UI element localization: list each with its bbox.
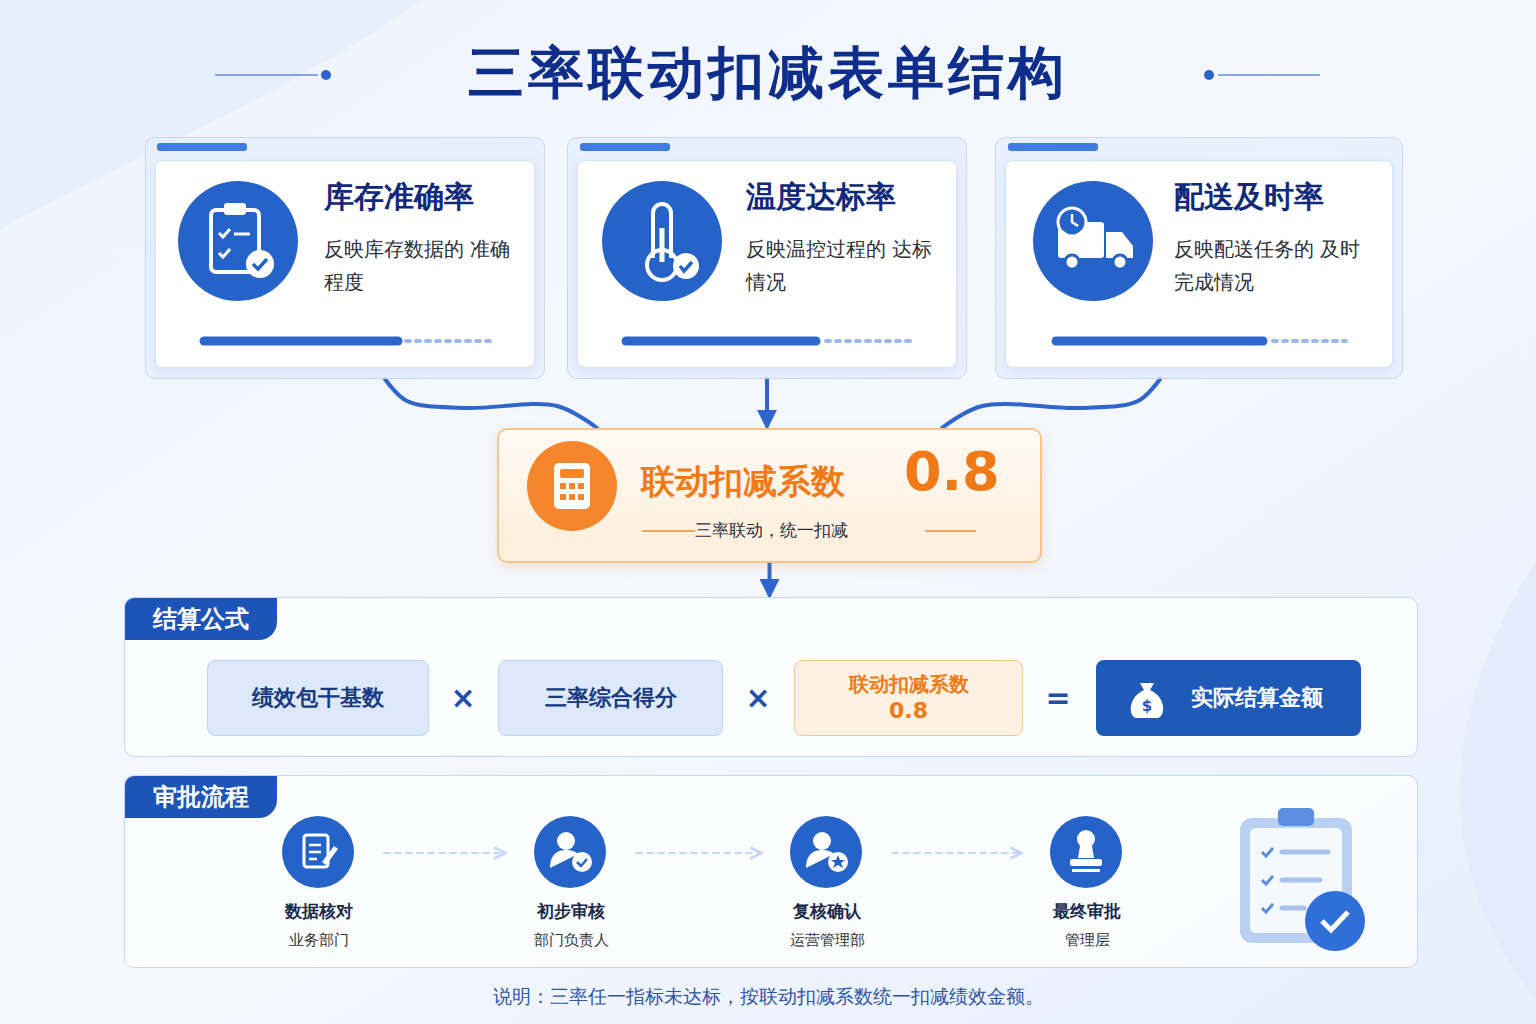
approval-step: 最终审批管理层 (1022, 813, 1152, 956)
node-heading: 初步审核 (506, 901, 636, 922)
result-box: 实际结算金额 (1096, 660, 1361, 736)
node-heading: 温度达标率 (746, 178, 896, 216)
node-heading: 配送及时率 (1174, 178, 1324, 216)
title: 三率联动扣减表单结构 (0, 36, 1536, 112)
truck-icon (1033, 181, 1153, 301)
step-icons (282, 816, 1122, 888)
node-heading: 三率综合得分 (545, 684, 677, 712)
node-text: 部门负责人 (506, 931, 636, 950)
coefficient-box: 联动扣减系数 0.8 三率联动，统一扣减 (497, 428, 1042, 563)
node-text: 管理层 (1022, 931, 1152, 950)
connector (765, 379, 769, 426)
caption: 说明：三率任一指标未达标，按联动扣减系数统一扣减绩效金额。 (0, 984, 1536, 1010)
node-heading: 绩效包干基数 (252, 684, 384, 712)
formula-panel: 结算公式绩效包干基数 三率综合得分 联动扣减系数0.8 实际结算金额 (124, 597, 1418, 757)
connector (385, 379, 597, 428)
node-text: 0.8 (904, 438, 1000, 506)
approval-panel: 审批流程数据核对业务部门初步审核部门负责人复核确认运营管理部最终审批管理层 (124, 775, 1418, 968)
clipboard-icon (178, 181, 298, 301)
node-heading: 结算公式 (125, 598, 277, 640)
thermometer-icon (602, 181, 722, 301)
operator: × (443, 678, 483, 718)
node-heading: 最终审批 (1022, 901, 1152, 922)
node-text: 反映库存数据的 准确程度 (324, 233, 520, 299)
operator: × (738, 678, 778, 718)
node-text: 反映配送任务的 及时完成情况 (1174, 233, 1370, 299)
metric-card: 温度达标率反映温控过程的 达标情况 (567, 137, 967, 379)
node-heading: 审批流程 (125, 776, 277, 818)
formula-box: 绩效包干基数 (207, 660, 429, 736)
node-heading: 数据核对 (254, 901, 384, 922)
money-bag-icon: $ (1131, 683, 1164, 718)
connector (768, 563, 772, 595)
svg-text:$: $ (1142, 697, 1152, 715)
node-text: 运营管理部 (762, 931, 892, 950)
calculator-icon (527, 441, 617, 531)
metric-card: 库存准确率反映库存数据的 准确程度 (145, 137, 545, 379)
connector (942, 379, 1160, 428)
node-text: 业务部门 (254, 931, 384, 950)
coefficient-formula-box: 联动扣减系数0.8 (794, 660, 1023, 736)
node-text: 0.8 (889, 697, 928, 725)
metric-card: 配送及时率反映配送任务的 及时完成情况 (995, 137, 1403, 379)
approval-step: 复核确认运营管理部 (762, 813, 892, 956)
node-heading: 联动扣减系数 (849, 672, 969, 697)
node-text: 三率联动，统一扣减 (499, 520, 1044, 541)
node-text: 反映温控过程的 达标情况 (746, 233, 942, 299)
node-heading: 联动扣减系数 (641, 460, 845, 503)
node-heading: 库存准确率 (324, 178, 474, 216)
node-heading: 复核确认 (762, 901, 892, 922)
approval-step: 初步审核部门负责人 (506, 813, 636, 956)
clipboard-illustration (1240, 808, 1365, 951)
formula-box: 三率综合得分 (498, 660, 723, 736)
operator: = (1038, 678, 1078, 718)
node-heading: 实际结算金额 (1191, 684, 1323, 712)
approval-step: 数据核对业务部门 (254, 813, 384, 956)
